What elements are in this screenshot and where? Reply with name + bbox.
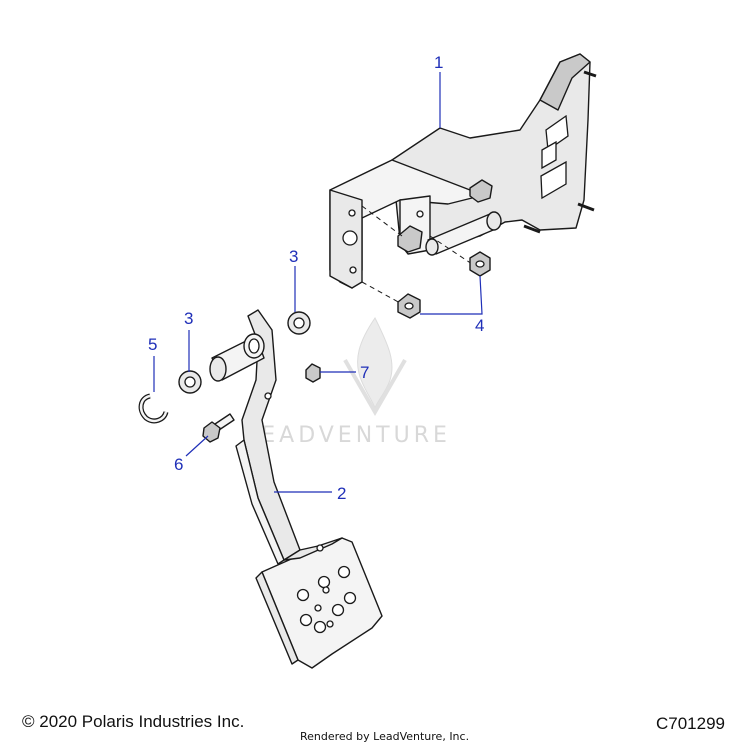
part-7-nut (305, 363, 321, 383)
part-1-mounting-bracket (329, 53, 597, 289)
part-2-pedal-arm (209, 309, 383, 669)
callout-7: 7 (360, 363, 369, 382)
watermark-v-mark (343, 359, 407, 417)
watermark-text: LEADVENTURE (245, 423, 451, 448)
callout-1: 1 (434, 53, 443, 72)
callout-3-lower: 3 (184, 309, 193, 328)
leader-lines (153, 72, 483, 493)
alignment-dashes (361, 205, 473, 305)
part-4-nuts (397, 251, 491, 319)
part-3-bushing-lower (178, 370, 202, 394)
leadventure-watermark: LEADVENTURE (245, 317, 451, 448)
callout-labels: 1 2 3 3 4 5 6 7 (148, 53, 484, 503)
part-6-bolt (202, 413, 235, 443)
part-5-e-clip (138, 393, 169, 424)
copyright-text: © 2020 Polaris Industries Inc. (22, 712, 245, 731)
callout-5: 5 (148, 335, 157, 354)
pedal-pad-holes (296, 565, 357, 634)
callout-3-upper: 3 (289, 247, 298, 266)
callout-2: 2 (337, 484, 346, 503)
callout-4: 4 (475, 316, 484, 335)
diagram-code: C701299 (656, 714, 726, 733)
rendered-by-text: Rendered by LeadVenture, Inc. (300, 730, 470, 743)
part-3-bushing-upper (287, 311, 311, 335)
callout-6: 6 (174, 455, 183, 474)
